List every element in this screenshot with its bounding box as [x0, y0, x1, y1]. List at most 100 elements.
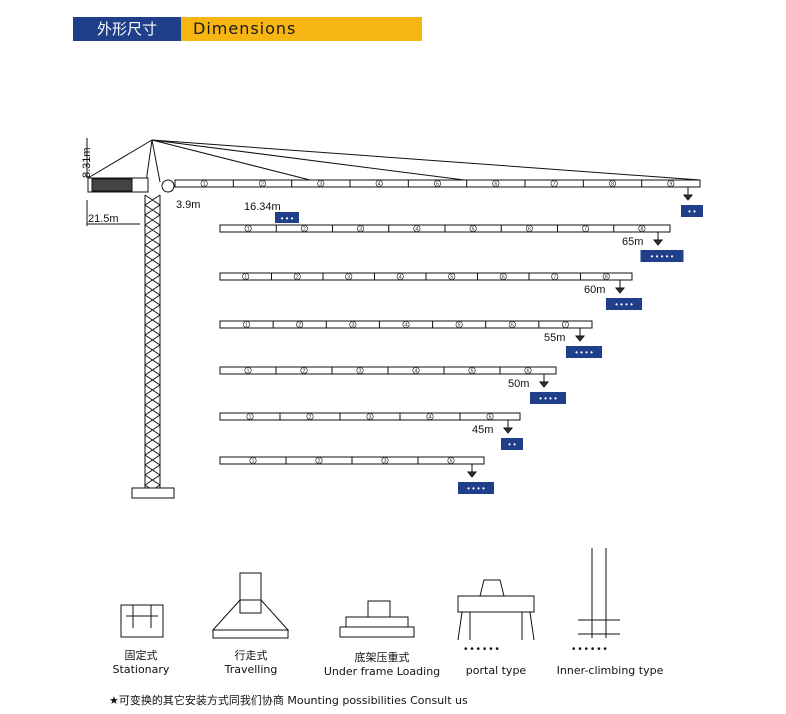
- section-marker: [426, 412, 434, 420]
- section-number: 3: [347, 275, 350, 281]
- section-marker: [638, 225, 646, 233]
- section-marker: [508, 320, 516, 328]
- blue-badge: [640, 250, 684, 262]
- section-number: 3: [384, 459, 387, 465]
- section-marker: [667, 180, 675, 188]
- section-number: 5: [489, 415, 492, 421]
- section-marker: [246, 412, 254, 420]
- section-number: 1: [244, 275, 247, 281]
- config-travelling-label: 行走式 Travelling: [224, 649, 278, 676]
- section-number: 2: [296, 275, 299, 281]
- footnote: ★可变换的其它安装方式同我们协商 Mounting possibilities …: [109, 694, 468, 707]
- section-number: 4: [429, 415, 432, 421]
- section-marker: [492, 180, 500, 188]
- section-number: 5: [450, 275, 453, 281]
- section-marker: [469, 225, 477, 233]
- section-number: 1: [252, 459, 255, 465]
- config-under-frame-icon: [339, 600, 415, 638]
- config-inner-climbing-icon: [578, 548, 620, 638]
- section-number: 7: [553, 182, 556, 188]
- section-number: 5: [472, 227, 475, 233]
- section-number: 7: [564, 323, 567, 329]
- section-marker: [468, 366, 476, 374]
- tower-mast: [131, 194, 175, 499]
- section-marker: [357, 225, 365, 233]
- blue-badge-mid: [275, 212, 299, 223]
- jib-length-label: 65m: [622, 236, 643, 248]
- config-travelling-icon: [211, 572, 290, 639]
- section-marker: [413, 225, 421, 233]
- section-marker: [345, 272, 353, 280]
- section-marker: [293, 272, 301, 280]
- section-marker: [200, 180, 208, 188]
- tower-head: [87, 139, 701, 193]
- section-number: 5: [436, 182, 439, 188]
- blue-badge: [501, 438, 523, 450]
- section-number: 8: [611, 182, 614, 188]
- section-marker: [582, 225, 590, 233]
- config-inner-climbing-label: Inner-climbing type: [556, 664, 664, 677]
- counter-jib-label: 21.5m: [88, 213, 119, 225]
- jib-length-label: 55m: [544, 332, 565, 344]
- section-marker: [375, 180, 383, 188]
- section-marker: [396, 272, 404, 280]
- hook-icon: [682, 187, 694, 201]
- portal-dots: • • • • • •: [464, 644, 499, 655]
- section-marker: [249, 456, 257, 464]
- blue-badge: [566, 346, 602, 358]
- section-number: 3: [351, 323, 354, 329]
- section-marker: [608, 180, 616, 188]
- jib-length-label: 50m: [508, 378, 529, 390]
- section-marker: [486, 412, 494, 420]
- section-number: 1: [203, 182, 206, 188]
- section-marker: [550, 180, 558, 188]
- section-number: 4: [378, 182, 381, 188]
- section-number: 6: [527, 369, 530, 375]
- section-marker: [296, 320, 304, 328]
- section-number: 2: [318, 459, 321, 465]
- section-number: 6: [528, 227, 531, 233]
- section-number: 2: [303, 227, 306, 233]
- section-marker: [300, 225, 308, 233]
- section-number: 7: [553, 275, 556, 281]
- section-marker: [551, 272, 559, 280]
- section-marker: [602, 272, 610, 280]
- hook-icon: [538, 374, 550, 388]
- height-label: 8.31m: [81, 147, 93, 178]
- section-marker: [244, 366, 252, 374]
- section-number: 2: [309, 415, 312, 421]
- blue-badge-dots: • •: [508, 440, 516, 449]
- blue-badge-dots: • • • • •: [651, 252, 674, 261]
- hook-icon: [652, 232, 664, 246]
- section-number: 2: [261, 182, 264, 188]
- section-marker: [455, 320, 463, 328]
- section-number: 6: [450, 459, 453, 465]
- section-number: 7: [584, 227, 587, 233]
- hook-icon: [614, 280, 626, 294]
- section-number: 4: [405, 323, 408, 329]
- section-marker: [356, 366, 364, 374]
- section-marker: [561, 320, 569, 328]
- section-number: 5: [458, 323, 461, 329]
- section-number: 4: [415, 369, 418, 375]
- config-stationary-label: 固定式 Stationary: [112, 649, 170, 676]
- section-marker: [447, 456, 455, 464]
- section-number: 8: [640, 227, 643, 233]
- section-marker: [402, 320, 410, 328]
- section-number: 4: [415, 227, 418, 233]
- blue-badge-mid-dots: • • •: [281, 214, 294, 223]
- inner-climbing-dots: • • • • • •: [572, 644, 607, 655]
- section-marker: [366, 412, 374, 420]
- section-marker: [300, 366, 308, 374]
- config-portal-icon: [457, 579, 535, 641]
- section-marker: [317, 180, 325, 188]
- section-number: 4: [399, 275, 402, 281]
- config-under-frame-label: 底架压重式 Under frame Loading: [323, 651, 441, 678]
- blue-badge: [681, 205, 703, 217]
